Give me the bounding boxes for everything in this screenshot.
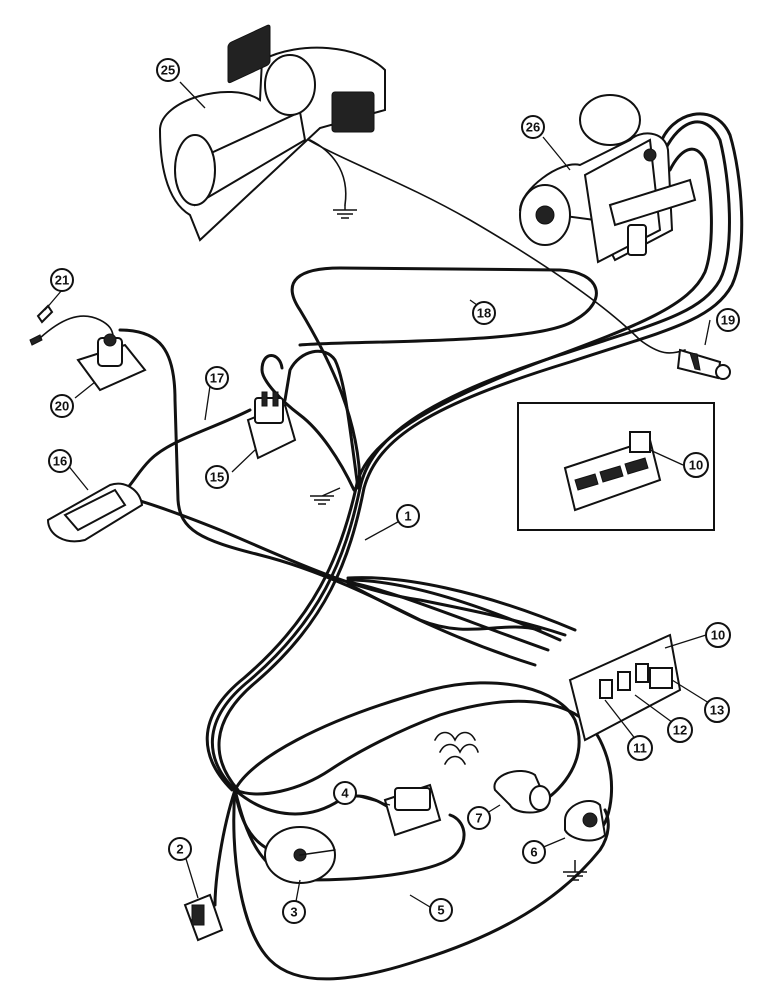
callout-1: 1 (396, 504, 420, 528)
callout-5: 5 (429, 898, 453, 922)
callout-21: 21 (50, 268, 74, 292)
svg-text:13: 13 (710, 703, 724, 718)
wire-17 (116, 408, 252, 497)
wire-5-loop (233, 699, 613, 832)
svg-text:5: 5 (437, 903, 444, 918)
callout-3: 3 (282, 900, 306, 924)
callout-12: 12 (667, 717, 693, 743)
callout-10: 10 (705, 622, 731, 648)
svg-text:15: 15 (210, 470, 224, 485)
lighter-7 (493, 770, 551, 814)
callout-18: 18 (472, 301, 496, 325)
svg-text:2: 2 (176, 842, 183, 857)
svg-text:1: 1 (404, 509, 411, 524)
svg-text:10: 10 (711, 628, 725, 643)
ground-symbol (333, 205, 357, 219)
ground-symbols (310, 205, 587, 881)
svg-text:26: 26 (526, 120, 540, 135)
branch-wires-right (346, 576, 577, 632)
terminal-panel-10 (568, 633, 682, 742)
ground-symbol (310, 487, 341, 505)
switch-15 (246, 391, 297, 460)
callout-13: 13 (704, 697, 730, 723)
callout-16: 16 (48, 449, 72, 473)
svg-text:7: 7 (475, 811, 482, 826)
blower-assembly-25 (158, 24, 386, 242)
svg-text:11: 11 (633, 741, 647, 756)
lamp-16 (46, 482, 144, 543)
callout-19: 19 (716, 308, 740, 332)
svg-text:3: 3 (290, 905, 297, 920)
svg-text:10: 10 (689, 458, 703, 473)
callout-6: 6 (522, 840, 546, 864)
callout-15: 15 (205, 465, 229, 489)
svg-text:18: 18 (477, 306, 491, 321)
rotary-switch-3 (264, 826, 336, 884)
switch-2 (183, 893, 224, 942)
svg-text:25: 25 (161, 63, 175, 78)
callout-17: 17 (205, 366, 229, 390)
inset-panel-box (517, 402, 715, 531)
svg-text:20: 20 (55, 399, 69, 414)
callout-25: 25 (156, 58, 180, 82)
callout-7: 7 (467, 806, 491, 830)
callouts: 25 26 21 20 17 16 15 1 18 19 10 10 13 12… (48, 58, 740, 924)
main-harness-bundle (210, 486, 362, 792)
svg-text:6: 6 (530, 845, 537, 860)
wire-18-loop (290, 266, 598, 490)
callout-20: 20 (50, 394, 74, 418)
wire-to-motor-26 (358, 120, 731, 490)
callout-2: 2 (168, 837, 192, 861)
svg-text:16: 16 (53, 454, 67, 469)
callout-11: 11 (627, 735, 653, 761)
svg-text:21: 21 (55, 273, 69, 288)
sensor-19 (676, 348, 731, 380)
callout-4: 4 (333, 781, 357, 805)
relay-4 (383, 783, 442, 837)
callout-26: 26 (521, 115, 545, 139)
ground-symbol (563, 860, 587, 881)
svg-text:4: 4 (341, 786, 349, 801)
motor-assembly-26 (518, 94, 697, 264)
socket-6 (564, 800, 607, 842)
svg-text:17: 17 (210, 371, 224, 386)
lamp-20 (76, 333, 147, 392)
spring-coil (434, 731, 479, 765)
connector-21 (29, 304, 114, 346)
callout-10-inset: 10 (683, 452, 709, 478)
svg-text:19: 19 (721, 313, 735, 328)
svg-text:12: 12 (673, 723, 687, 738)
